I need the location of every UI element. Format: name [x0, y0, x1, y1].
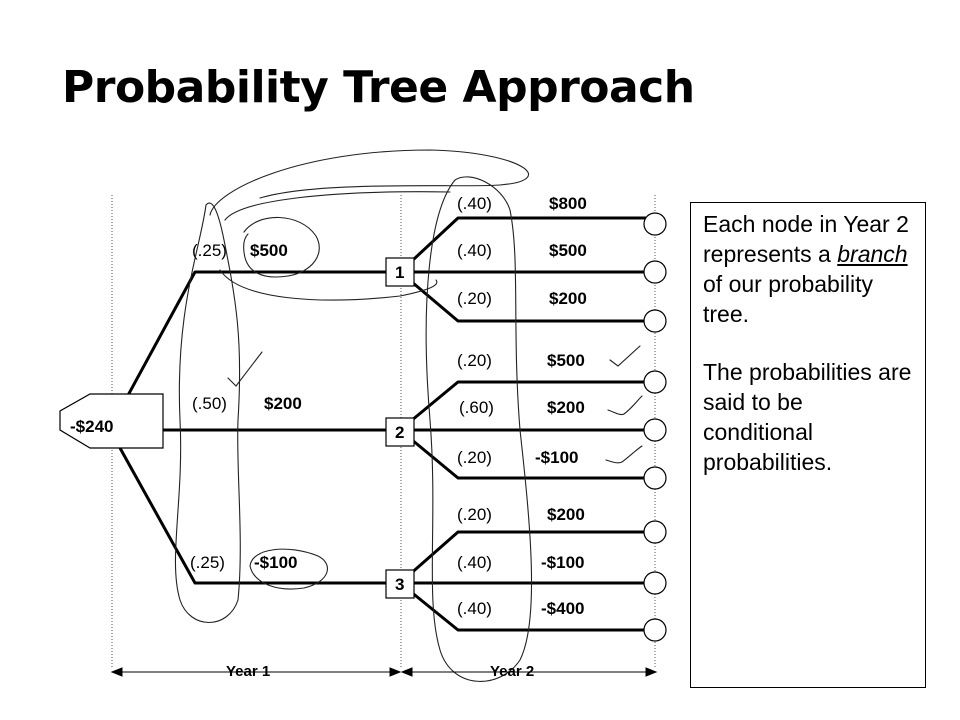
branch-node3-c — [399, 581, 655, 632]
branch-root-to-node-1 — [118, 270, 400, 411]
node2-branch2-value: $200 — [547, 398, 585, 417]
terminal-node — [643, 520, 667, 544]
node-3: 3 — [385, 569, 415, 599]
terminal-node — [643, 571, 667, 595]
node2-branch1-prob: (.20) — [457, 351, 492, 370]
node-1: 1 — [385, 257, 415, 287]
terminal-node — [643, 212, 667, 236]
terminal-node — [643, 618, 667, 642]
branch-node3-a — [399, 530, 655, 585]
year1-prob-1: (.25) — [192, 241, 227, 260]
node1-branch2-value: $500 — [549, 241, 587, 260]
terminal-node — [643, 260, 667, 284]
branch-node2-a — [399, 380, 655, 432]
node3-branch3-prob: (.40) — [457, 599, 492, 618]
root-node — [59, 393, 164, 449]
node3-branch1-prob: (.20) — [457, 505, 492, 524]
node1-branch3-prob: (.20) — [457, 289, 492, 308]
node-2: 2 — [385, 417, 415, 447]
node3-branch1-value: $200 — [547, 505, 585, 524]
year1-value-3: -$100 — [254, 553, 297, 572]
node1-branch3-value: $200 — [549, 289, 587, 308]
branch-root-to-node-3 — [118, 447, 400, 585]
year1-value-2: $200 — [264, 394, 302, 413]
explanation-emphasis: branch — [837, 241, 908, 267]
node3-branch2-value: -$100 — [541, 553, 584, 572]
terminal-node — [643, 418, 667, 442]
slide-title: Probability Tree Approach — [62, 62, 695, 113]
year1-prob-3: (.25) — [190, 553, 225, 572]
explanation-text-a: Each node in Year 2 represents a — [703, 211, 909, 267]
branch-node2-c — [399, 428, 655, 480]
terminal-node — [643, 370, 667, 394]
node1-branch1-value: $800 — [549, 194, 587, 213]
explanation-paragraph-1: Each node in Year 2 represents a branch … — [703, 209, 915, 329]
terminal-node — [643, 309, 667, 333]
node-2-label: 2 — [395, 423, 404, 442]
branch-node1-c — [399, 270, 655, 323]
node2-branch3-prob: (.20) — [457, 448, 492, 467]
explanation-text-b: of our probability tree. — [703, 271, 874, 327]
explanation-textbox: Each node in Year 2 represents a branch … — [690, 202, 926, 688]
node1-branch1-prob: (.40) — [457, 194, 492, 213]
node-1-label: 1 — [395, 263, 404, 282]
branch-node1-a — [398, 216, 655, 274]
year2-label: Year 2 — [490, 663, 534, 680]
node1-branch2-prob: (.40) — [457, 241, 492, 260]
node3-branch2-prob: (.40) — [457, 553, 492, 572]
year1-value-1: $500 — [250, 241, 288, 260]
root-value: -$240 — [70, 417, 113, 436]
year1-label: Year 1 — [226, 663, 270, 680]
node-3-label: 3 — [395, 575, 404, 594]
handwritten-annotations — [174, 149, 643, 682]
year1-prob-2: (.50) — [192, 394, 227, 413]
node2-branch1-value: $500 — [547, 351, 585, 370]
node3-branch3-value: -$400 — [541, 599, 584, 618]
node2-branch3-value: -$100 — [535, 448, 578, 467]
terminal-node — [643, 466, 667, 490]
node2-branch2-prob: (.60) — [459, 398, 494, 417]
explanation-paragraph-2: The probabilities are said to be conditi… — [703, 359, 912, 475]
